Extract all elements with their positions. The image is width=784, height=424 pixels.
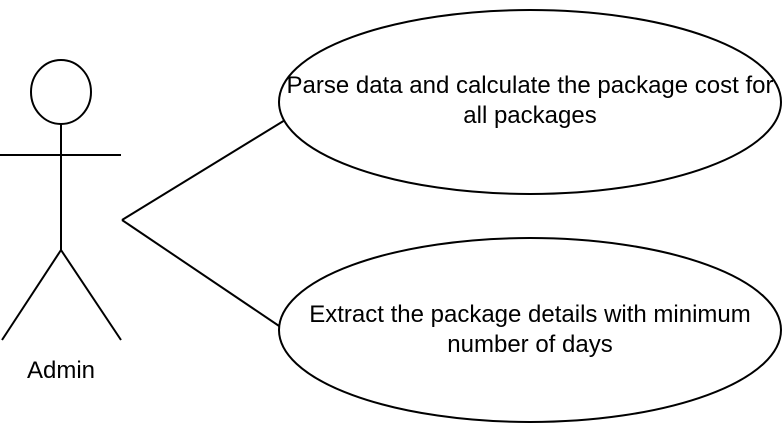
- actor-right-leg: [60, 249, 122, 341]
- actor-label: Admin: [26, 357, 96, 384]
- use-case-ellipse-2[interactable]: [278, 237, 782, 423]
- actor-left-leg: [1, 249, 62, 341]
- association-line-2: [121, 219, 286, 331]
- use-case-ellipse-1[interactable]: [278, 9, 782, 195]
- actor-head: [30, 59, 92, 125]
- use-case-label-2: Extract the package details with minimum…: [309, 301, 751, 358]
- actor-figure-icon: [0, 59, 122, 341]
- use-case-label-1: Parse data and calculate the package cos…: [286, 72, 774, 129]
- association-line-1: [121, 116, 291, 221]
